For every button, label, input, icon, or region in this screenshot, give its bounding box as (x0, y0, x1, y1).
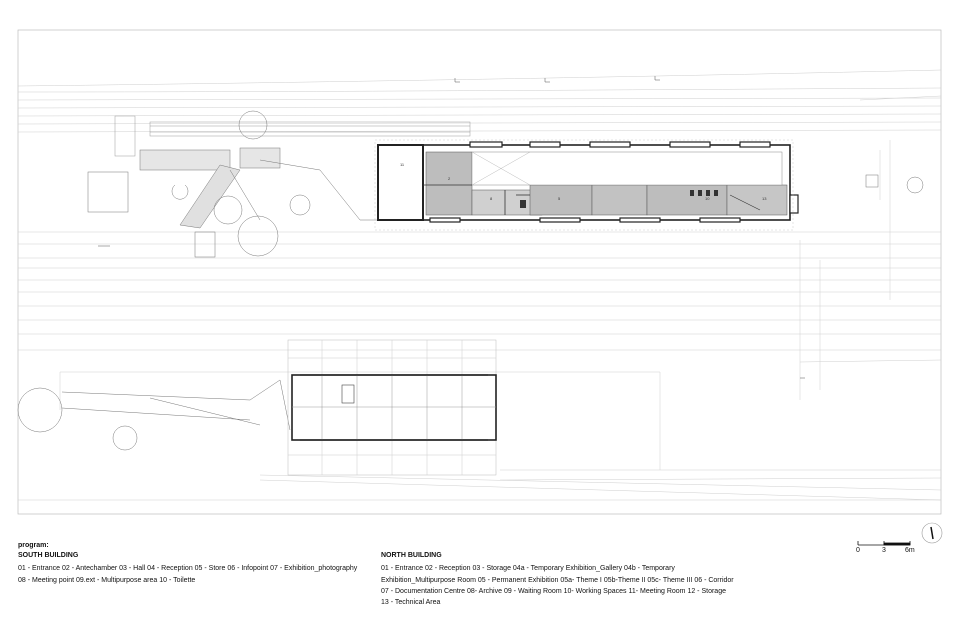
north-zone-hatch-6 (726, 184, 788, 216)
north-building-line-2: Exhibition_Multipurpose Room 05 - Perman… (381, 577, 734, 584)
room-label: 11 (400, 162, 405, 167)
north-zone-hatch-4 (591, 184, 648, 216)
scale-label-3: 3 (882, 547, 886, 554)
south-building (287, 339, 497, 476)
room-label: 8 (490, 196, 493, 201)
room-label: 5 (558, 196, 561, 201)
north-zone-hatch-3 (529, 184, 593, 216)
drawing-frame (17, 29, 942, 515)
north-courtyard (471, 151, 783, 186)
north-zone-hatch-5 (646, 184, 728, 216)
room-label: 13 (762, 196, 767, 201)
north-building (374, 139, 799, 231)
south-building-line-2: 08 - Meeting point 09.ext - Multipurpose… (18, 577, 196, 584)
scale-bar (857, 541, 911, 546)
north-building-line-4: 13 - Technical Area (381, 599, 441, 606)
north-zone-hatch-1 (425, 151, 473, 216)
scale-label-0: 0 (856, 547, 860, 554)
site-context-lines (17, 69, 942, 501)
north-building-title: NORTH BUILDING (381, 552, 442, 559)
room-label: 2 (448, 176, 451, 181)
west-site-features (17, 110, 924, 451)
south-building-line-1: 01 - Entrance 02 - Antechamber 03 - Hall… (18, 565, 358, 572)
north-building-line-1: 01 - Entrance 02 - Reception 03 - Storag… (381, 565, 675, 572)
north-arrow-icon (921, 522, 943, 544)
program-label: program: (18, 542, 49, 549)
rail-track (114, 115, 471, 157)
room-label: 10 (705, 196, 710, 201)
north-building-line-3: 07 - Documentation Centre 08- Archive 09… (381, 588, 726, 595)
scale-label-6m: 6m (905, 547, 915, 554)
south-building-title: SOUTH BUILDING (18, 552, 79, 559)
